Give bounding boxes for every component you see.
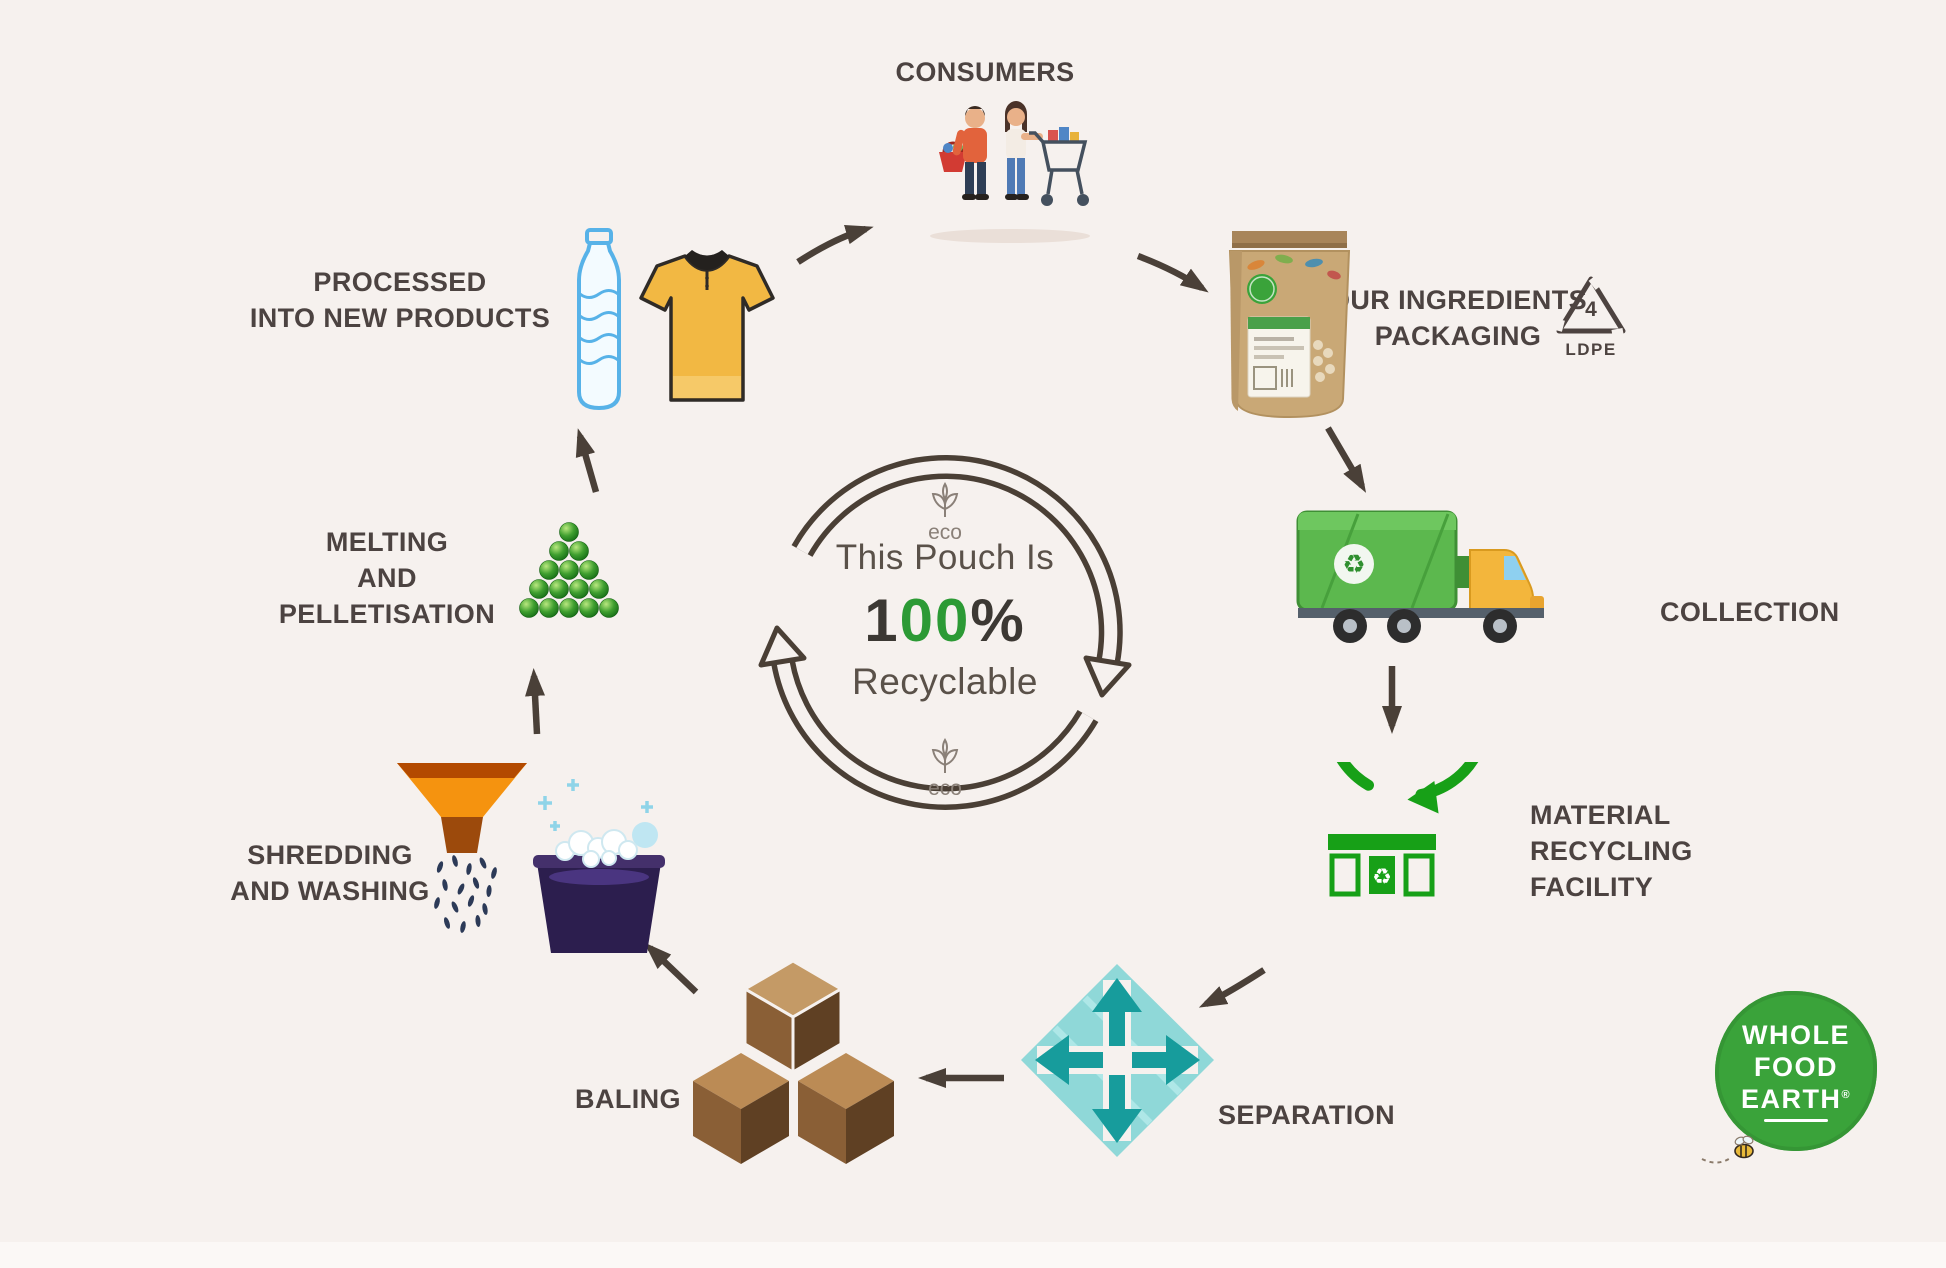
consumers-label: CONSUMERS — [895, 57, 1075, 87]
claim-line1: This Pouch Is — [835, 538, 1055, 577]
products-label: PROCESSED INTO NEW PRODUCTS — [249, 267, 551, 333]
eco-label-bottom: eco — [928, 777, 962, 800]
melting-label: MELTING AND PELLETISATION — [278, 527, 496, 629]
svg-text:♻: ♻ — [1372, 864, 1392, 889]
garbage-truck-icon: ♻ — [1296, 510, 1544, 643]
bottom-strip — [0, 1242, 1946, 1268]
pellets-icon — [519, 522, 619, 618]
arrow-products-to-consumers — [796, 224, 874, 265]
shredding-label: SHREDDING AND WASHING — [230, 840, 430, 906]
arrow-packaging-to-collection — [1325, 426, 1367, 493]
logo-line3: EARTH® — [1740, 1083, 1852, 1114]
center-claim: This Pouch Is 100% Recyclable — [755, 538, 1135, 703]
logo-line2: FOOD — [1754, 1052, 1838, 1083]
center-recycle-ring: eco eco — [758, 455, 1132, 810]
baling-icon — [693, 959, 894, 1164]
packaging-label: OUR INGREDIENTS PACKAGING — [1328, 285, 1588, 351]
arrow-melting-to-products — [575, 428, 600, 493]
bee-icon — [1701, 1135, 1754, 1164]
shirt-icon — [639, 250, 775, 402]
pouch-icon — [1228, 231, 1351, 419]
recycling-facility-icon: ♻ — [1328, 762, 1479, 897]
ldpe-triangle-icon — [1556, 276, 1626, 336]
arrow-consumers-to-packaging — [1136, 252, 1209, 293]
arrow-shredding-to-melting — [525, 668, 546, 735]
mrf-label: MATERIAL RECYCLING FACILITY — [1530, 800, 1693, 902]
registered-mark: ® — [1841, 1088, 1852, 1101]
logo-line1: WHOLE — [1742, 1020, 1850, 1051]
logo-underline — [1764, 1118, 1828, 1122]
ldpe-recycling-symbol: 4 LDPE — [1552, 272, 1630, 368]
bottle-icon — [577, 228, 621, 411]
whole-food-earth-logo: WHOLE FOOD EARTH® — [1700, 985, 1890, 1175]
eco-label-top: eco — [928, 521, 962, 544]
sparkles — [538, 779, 653, 831]
separation-icon — [1021, 964, 1214, 1157]
claim-percentage: 100% — [864, 587, 1026, 654]
consumers-icon — [930, 101, 1090, 243]
eco-leaf-top-icon — [931, 481, 959, 517]
shredding-washing-icon — [397, 763, 665, 953]
shreds — [434, 855, 497, 933]
separation-label: SEPARATION — [1218, 1100, 1396, 1130]
new-products-icon — [577, 228, 775, 411]
logo-circle: WHOLE FOOD EARTH® — [1715, 991, 1877, 1151]
suds — [555, 829, 638, 868]
ldpe-number: 4 — [1585, 298, 1597, 321]
ldpe-code: LDPE — [1565, 340, 1617, 359]
svg-text:♻: ♻ — [1342, 549, 1365, 579]
claim-line3: Recyclable — [852, 661, 1038, 702]
eco-leaf-bottom-icon — [931, 737, 959, 773]
baling-label: BALING — [575, 1084, 681, 1114]
collection-label: COLLECTION — [1660, 597, 1840, 627]
